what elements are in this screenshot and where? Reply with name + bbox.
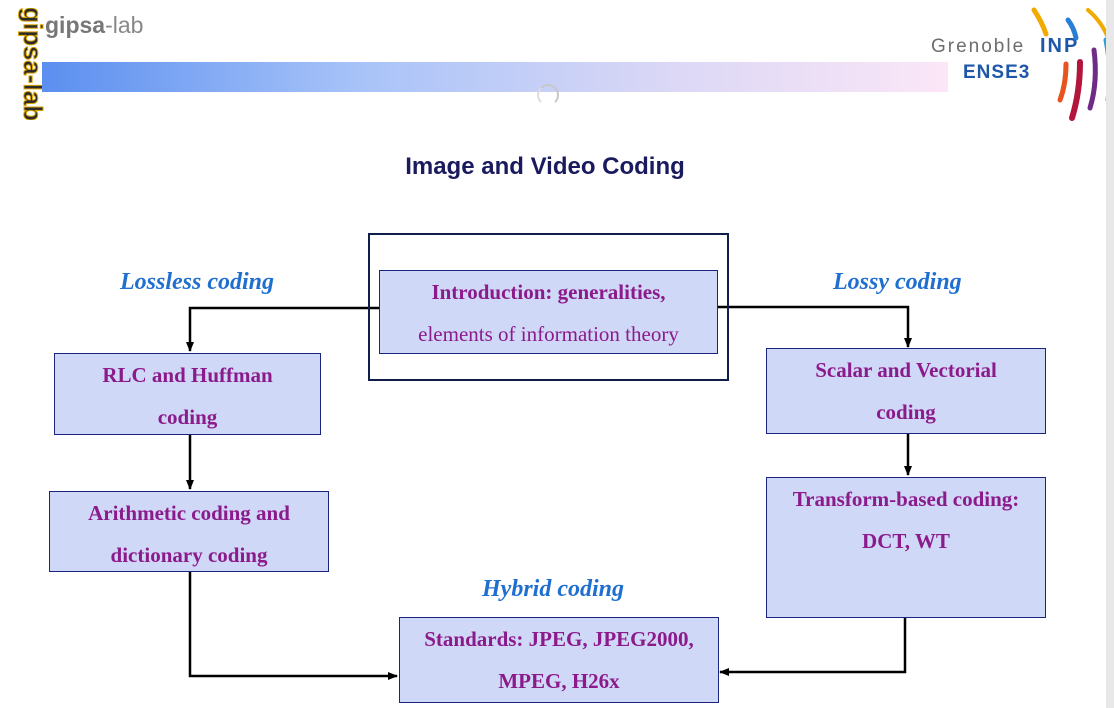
box-introduction: Introduction: generalities, elements of … <box>379 270 718 354</box>
box-introduction-line2: elements of information theory <box>418 322 679 346</box>
box-transform-based: Transform-based coding: DCT, WT <box>766 477 1046 618</box>
box-arithmetic-dictionary: Arithmetic coding and dictionary coding <box>49 491 329 572</box>
school-city: Grenoble <box>931 36 1026 57</box>
arrow-arith-to-standards <box>188 572 398 680</box>
intro-outer-frame <box>368 233 729 381</box>
school-inp: INP <box>1040 35 1080 57</box>
header-circle-ornament <box>537 84 559 106</box>
box-transform-line2: DCT, WT <box>862 529 950 553</box>
header-gradient-bar <box>42 62 948 92</box>
arrow-intro-to-lossy <box>718 305 912 348</box>
box-introduction-line1: Introduction: generalities, <box>431 280 666 304</box>
box-arith-line1: Arithmetic coding and <box>88 501 290 525</box>
box-standards: Standards: JPEG, JPEG2000, MPEG, H26x <box>399 617 719 703</box>
box-transform-line1: Transform-based coding: <box>792 487 1020 511</box>
label-lossless-coding: Lossless coding <box>120 269 275 295</box>
label-lossy-coding: Lossy coding <box>833 269 962 295</box>
box-rlc-line2: coding <box>157 405 218 429</box>
box-rlc-line1: RLC and Huffman <box>102 363 273 387</box>
gipsa-lab-logo-text: gipsa-lab <box>18 8 44 120</box>
box-scalar-line1: Scalar and Vectorial <box>815 358 997 382</box>
box-standards-line2: MPEG, H26x <box>498 669 620 693</box>
slide-title: Image and Video Coding <box>405 153 685 180</box>
slide-edge-scrollbar <box>1106 0 1114 708</box>
lab-name-rest: -lab <box>105 12 144 38</box>
school-ense: ENSE3 <box>963 62 1031 83</box>
box-scalar-vectorial: Scalar and Vectorial coding <box>766 348 1046 434</box>
arrow-intro-to-lossless <box>186 306 379 352</box>
box-rlc-huffman: RLC and Huffman coding <box>54 353 321 435</box>
box-scalar-line2: coding <box>876 400 936 424</box>
box-standards-line1: Standards: JPEG, JPEG2000, <box>424 627 694 651</box>
label-hybrid-coding: Hybrid coding <box>482 576 624 602</box>
box-arith-line2: dictionary coding <box>110 543 268 567</box>
lab-name: gipsa-lab <box>45 12 143 39</box>
gipsa-lab-vertical-logo: gipsa-lab <box>18 8 45 120</box>
arrow-transform-to-standards <box>719 618 907 676</box>
lab-name-bold: gipsa <box>45 12 106 38</box>
